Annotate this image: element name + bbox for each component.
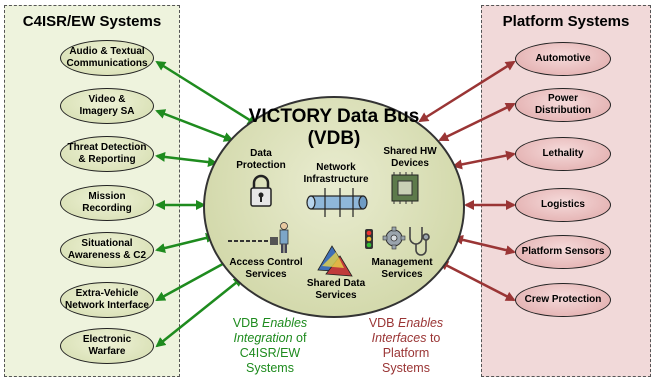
node-threat-detection: Threat Detection& Reporting [60, 136, 154, 172]
stethoscope-icon [409, 227, 430, 256]
network-pipe-icon [306, 188, 368, 217]
gear-icon [382, 226, 406, 250]
arrow-automotive [418, 60, 516, 123]
shared-data-icon [317, 245, 353, 277]
traffic-light-icon [365, 229, 373, 249]
arrow-threat [155, 151, 218, 168]
arrow-video [155, 109, 234, 142]
node-logistics: Logistics [515, 188, 611, 222]
node-video-imagery: Video &Imagery SA [60, 88, 154, 124]
arrow-situational [155, 233, 216, 253]
chip-icon [391, 172, 419, 204]
node-platform-sensors: Platform Sensors [515, 235, 611, 269]
c4isr-panel-title: C4ISR/EW Systems [22, 13, 162, 30]
arrow-crew [438, 260, 516, 302]
caption-interfaces: VDB Enables Interfaces to Platform Syste… [368, 316, 444, 375]
caption-integration: VDB Enables Integration of C4ISR/EW Syst… [232, 316, 308, 375]
arrow-power [438, 102, 516, 142]
arrow-ew [155, 276, 244, 348]
platform-panel-title: Platform Systems [502, 13, 630, 30]
node-automotive: Automotive [515, 42, 611, 76]
arrow-sensors [453, 234, 516, 256]
node-crew-protection: Crew Protection [515, 283, 611, 317]
arrow-lethality [452, 150, 516, 170]
access-gate-icon [228, 222, 289, 253]
node-lethality: Lethality [515, 137, 611, 171]
bus-title: VICTORY Data Bus(VDB) [248, 106, 420, 149]
padlock-icon [250, 174, 272, 207]
arrow-audio [155, 60, 258, 126]
